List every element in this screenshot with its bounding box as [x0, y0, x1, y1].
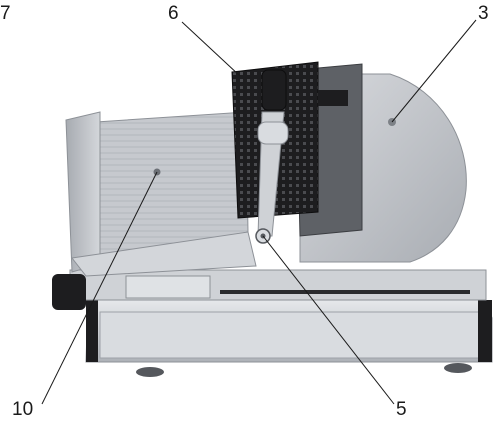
callout-10: 10: [12, 399, 34, 420]
pusher-handle-top[interactable]: [261, 69, 287, 111]
callout-5: 5: [396, 399, 407, 420]
leader-6: [181, 21, 241, 77]
foot-left: [136, 367, 164, 377]
leader-10: [41, 171, 158, 405]
carriage-clamp: [125, 275, 211, 299]
base-side-black-left: [86, 300, 98, 362]
leader-3: [391, 19, 477, 123]
carriage-floor: [71, 231, 257, 277]
rail-slot: [220, 290, 470, 294]
pusher-arm-joint: [257, 121, 289, 145]
carriage-side-wall: [65, 111, 101, 273]
foot-right: [444, 363, 472, 373]
base-side-black-right: [478, 300, 492, 362]
callout-3: 3: [478, 3, 489, 24]
thickness-knob[interactable]: [52, 274, 86, 310]
leader-5: [262, 235, 395, 405]
base-front-panel: [99, 311, 483, 359]
callout-7: 7: [0, 3, 11, 24]
callout-6: 6: [168, 3, 179, 24]
pusher-clip: [318, 90, 348, 106]
